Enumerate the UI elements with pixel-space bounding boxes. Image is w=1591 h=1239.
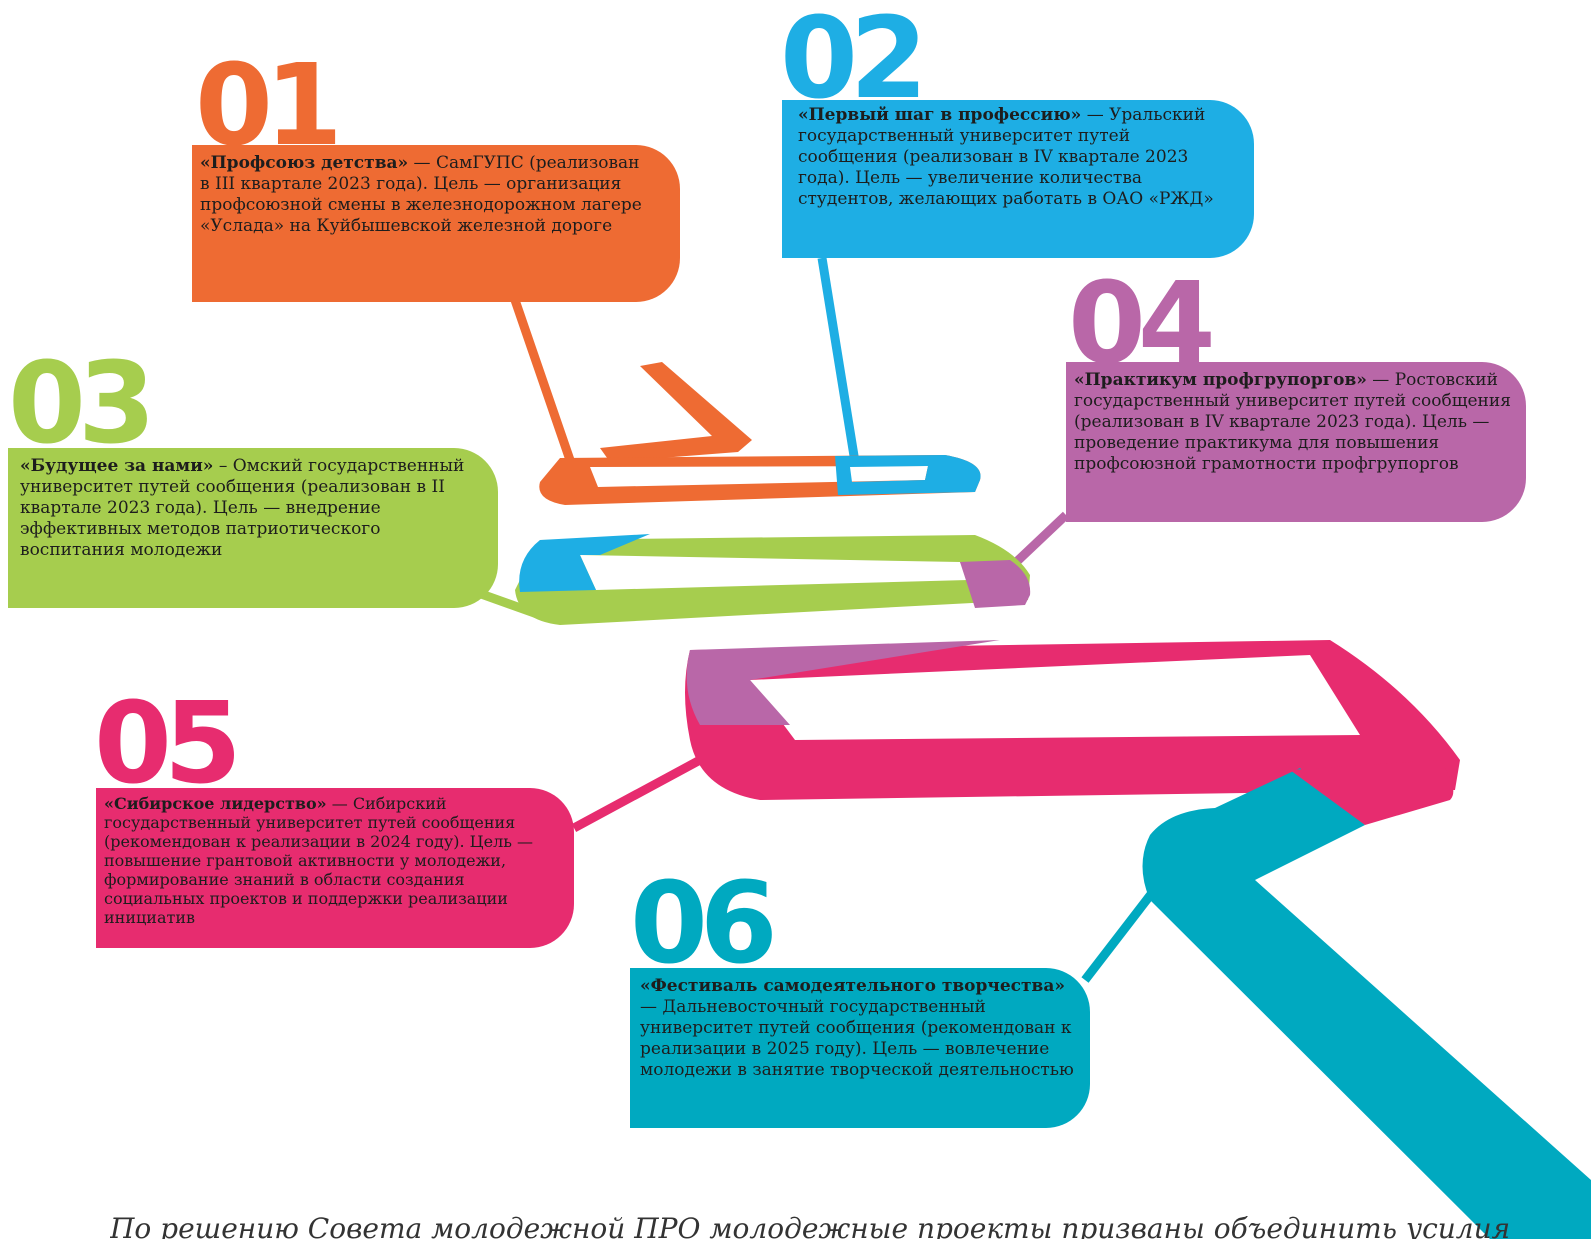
project-description: – Омский государственный университет пут… (20, 456, 465, 560)
project-description: — СамГУПС (реализован в III квартале 202… (200, 153, 642, 236)
project-title: «Будущее за нами» (20, 456, 214, 476)
project-title: «Первый шаг в профессию» (798, 105, 1082, 125)
project-description: — Ростовский государственный университет… (1074, 370, 1511, 474)
project-number-03: 03 (8, 339, 156, 469)
track-sweep-teal (1142, 768, 1591, 1239)
track-loop-1-blue (835, 455, 981, 495)
track-sweep-pink (1290, 760, 1454, 825)
track-hook-orange (600, 362, 752, 462)
track-loop-2 (515, 535, 1030, 625)
connector-05 (571, 756, 703, 832)
project-description: — Уральский государственный университет … (798, 105, 1214, 209)
project-card-01: «Профсоюз детства» — СамГУПС (реализован… (192, 145, 680, 302)
project-card-06: «Фестиваль самодеятельного творчества» —… (630, 968, 1090, 1128)
project-description: — Дальневосточный государственный универ… (640, 997, 1074, 1080)
track-loop-3-purple (686, 640, 1000, 725)
connector-04 (1006, 511, 1070, 572)
project-title: «Практикум профгрупоргов» (1074, 370, 1367, 390)
project-number-06: 06 (630, 859, 778, 989)
connector-01 (510, 298, 575, 462)
project-number-04: 04 (1068, 259, 1216, 389)
project-title: «Фестиваль самодеятельного творчества» (640, 976, 1066, 996)
project-card-04: «Практикум профгрупоргов» — Ростовский г… (1066, 362, 1526, 522)
connector-02 (817, 257, 860, 463)
project-description: — Сибирский государственный университет … (104, 794, 534, 927)
track-loop-2-blue (519, 534, 650, 592)
project-card-05: «Сибирское лидерство» — Сибирский госуда… (96, 788, 574, 948)
track-loop-2-purple (960, 560, 1031, 608)
project-card-03: «Будущее за нами» – Омский государственн… (8, 448, 498, 608)
track-loop-3 (685, 640, 1460, 800)
project-number-02: 02 (780, 0, 928, 124)
project-title: «Профсоюз детства» (200, 153, 409, 173)
project-number-01: 01 (195, 41, 343, 171)
project-card-02: «Первый шаг в профессию» — Уральский гос… (782, 100, 1254, 258)
project-title: «Сибирское лидерство» (104, 794, 327, 813)
project-number-05: 05 (94, 679, 242, 809)
page-caption: По решению Совета молодежной ПРО молодеж… (110, 1212, 1511, 1239)
